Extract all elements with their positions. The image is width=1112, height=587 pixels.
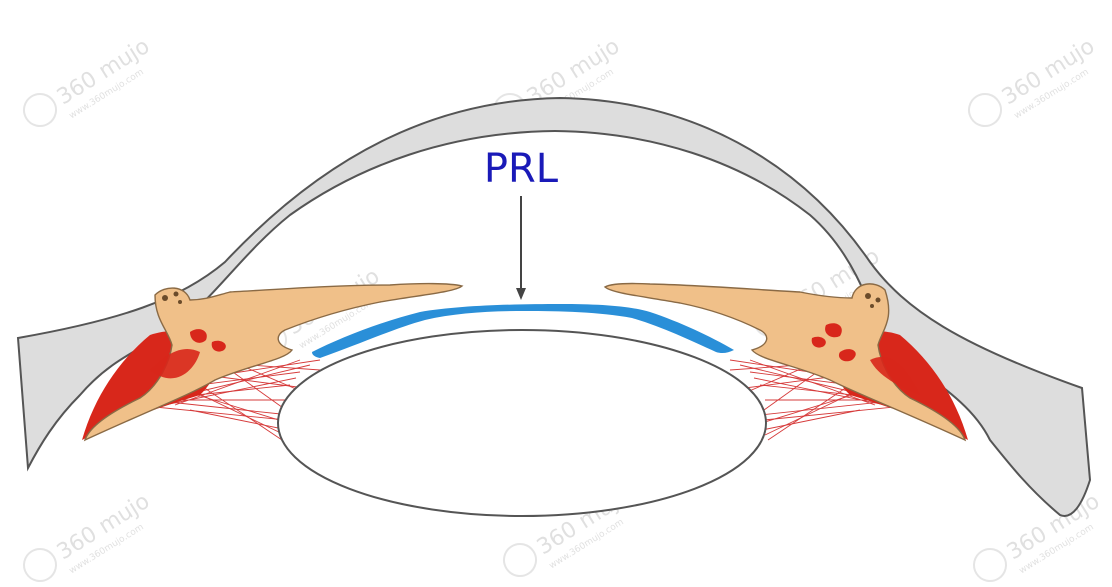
watermark: 360 mujo www.360mujo.com (973, 489, 1104, 582)
crystalline-lens (277, 329, 767, 517)
iris-left (83, 282, 464, 442)
prl-implant (312, 304, 734, 358)
iris-right (603, 282, 967, 442)
pigment-left (150, 329, 226, 379)
watermark: 360 mujo www.360mujo.com (23, 34, 154, 127)
label-arrow (516, 196, 526, 300)
prl-label: PRL (484, 146, 559, 192)
flecks-left (162, 291, 182, 304)
flecks-right (865, 293, 881, 308)
watermark: 360 mujo www.360mujo.com (23, 489, 154, 582)
pigment-right (811, 323, 920, 395)
watermark: 360 mujo www.360mujo.com (968, 34, 1099, 127)
